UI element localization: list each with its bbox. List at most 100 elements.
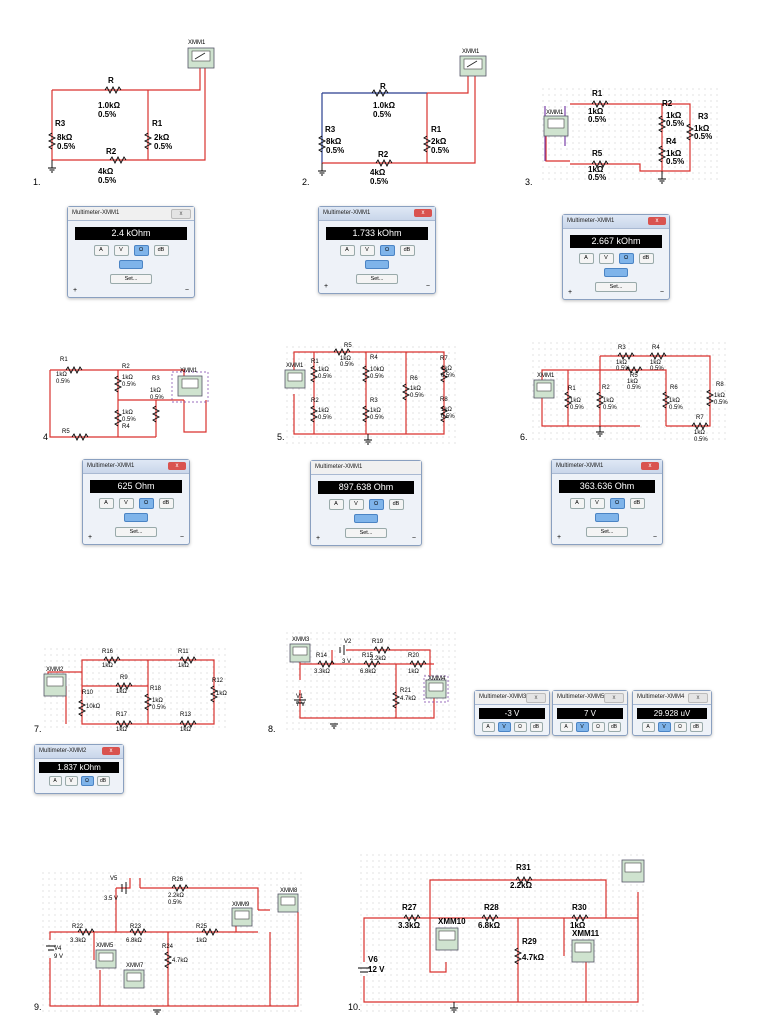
- circuit-figure-10: XMM10 XMM11 V6 12 V R27 3.3kΩ R28 6.8kΩ …: [358, 852, 646, 1016]
- voltmeter-button[interactable]: V: [64, 776, 78, 786]
- dc-mode-button[interactable]: [119, 260, 143, 269]
- f9-V4-value: 9 V: [54, 954, 63, 960]
- dc-mode-button[interactable]: [595, 513, 619, 522]
- positive-terminal[interactable]: +: [568, 289, 573, 296]
- ammeter-button[interactable]: A: [48, 776, 62, 786]
- negative-terminal[interactable]: −: [184, 287, 189, 294]
- db-button[interactable]: dB: [388, 499, 404, 510]
- positive-terminal[interactable]: +: [324, 283, 329, 290]
- ammeter-button[interactable]: A: [328, 499, 344, 510]
- ohmmeter-button[interactable]: Ω: [138, 498, 154, 509]
- dc-mode-button[interactable]: [354, 514, 378, 523]
- ohmmeter-button[interactable]: Ω: [673, 722, 687, 732]
- db-button[interactable]: dB: [96, 776, 110, 786]
- ammeter-button[interactable]: A: [641, 722, 655, 732]
- db-button[interactable]: dB: [607, 722, 621, 732]
- dc-mode-button[interactable]: [365, 260, 389, 269]
- set-button[interactable]: Set...: [586, 527, 628, 537]
- close-button[interactable]: x: [171, 209, 191, 219]
- f3-R5-value: 1kΩ: [588, 165, 604, 174]
- f2-R-name: R: [380, 82, 386, 91]
- f8-V1-value: 7 V: [296, 702, 305, 708]
- db-button[interactable]: dB: [399, 245, 415, 256]
- ammeter-button[interactable]: A: [559, 722, 573, 732]
- ammeter-button[interactable]: A: [569, 498, 585, 509]
- voltmeter-button[interactable]: V: [348, 499, 364, 510]
- close-button[interactable]: x: [648, 217, 666, 225]
- db-button[interactable]: dB: [629, 498, 645, 509]
- ohmmeter-button[interactable]: Ω: [618, 253, 634, 264]
- dc-mode-button[interactable]: [124, 513, 148, 522]
- close-button[interactable]: x: [641, 462, 659, 470]
- ohmmeter-button[interactable]: Ω: [80, 776, 94, 786]
- set-button[interactable]: Set...: [110, 274, 152, 284]
- set-button[interactable]: Set...: [345, 528, 387, 538]
- ohmmeter-button[interactable]: Ω: [133, 245, 149, 256]
- f9-multimeter-icon-c: [231, 907, 253, 927]
- f9-meter-c-label: XMM7: [126, 963, 144, 969]
- db-button[interactable]: dB: [638, 253, 654, 264]
- ammeter-button[interactable]: A: [578, 253, 594, 264]
- multimeter-title: Multimeter-XMM1: [323, 210, 371, 216]
- f1-R2-value: 4kΩ: [98, 167, 114, 176]
- ammeter-button[interactable]: A: [481, 722, 495, 732]
- set-button[interactable]: Set...: [356, 274, 398, 284]
- ammeter-button[interactable]: A: [98, 498, 114, 509]
- ammeter-button[interactable]: A: [339, 245, 355, 256]
- f7-R10-name: R10: [82, 690, 94, 696]
- close-button[interactable]: x: [168, 462, 186, 470]
- voltmeter-button[interactable]: V: [598, 253, 614, 264]
- ammeter-button[interactable]: A: [93, 245, 109, 256]
- db-button[interactable]: dB: [153, 245, 169, 256]
- db-button[interactable]: dB: [529, 722, 543, 732]
- voltmeter-button[interactable]: V: [657, 722, 671, 732]
- close-button[interactable]: x: [526, 693, 546, 703]
- multimeter-title: Multimeter-XMM1: [315, 464, 363, 470]
- negative-terminal[interactable]: −: [425, 283, 430, 290]
- voltmeter-button[interactable]: V: [113, 245, 129, 256]
- close-button[interactable]: x: [414, 209, 432, 217]
- ohmmeter-button[interactable]: Ω: [513, 722, 527, 732]
- f9-R25-name: R25: [196, 924, 208, 930]
- multimeter-reading: 2.4 kOhm: [75, 227, 187, 240]
- negative-terminal[interactable]: −: [652, 534, 657, 541]
- positive-terminal[interactable]: +: [557, 534, 562, 541]
- ohmmeter-button[interactable]: Ω: [368, 499, 384, 510]
- db-button[interactable]: dB: [158, 498, 174, 509]
- negative-terminal[interactable]: −: [659, 289, 664, 296]
- f3-R3-name: R3: [698, 112, 709, 121]
- db-button[interactable]: dB: [689, 722, 703, 732]
- set-button[interactable]: Set...: [115, 527, 157, 537]
- ohmmeter-button[interactable]: Ω: [609, 498, 625, 509]
- negative-terminal[interactable]: −: [179, 534, 184, 541]
- positive-terminal[interactable]: +: [73, 287, 78, 294]
- set-button[interactable]: Set...: [595, 282, 637, 292]
- ohmmeter-button[interactable]: Ω: [591, 722, 605, 732]
- voltmeter-button[interactable]: V: [497, 722, 511, 732]
- positive-terminal[interactable]: +: [88, 534, 93, 541]
- f8-meter-a-label: XMM3: [292, 637, 310, 643]
- voltmeter-button[interactable]: V: [118, 498, 134, 509]
- negative-terminal[interactable]: −: [411, 535, 416, 542]
- ohmmeter-button[interactable]: Ω: [379, 245, 395, 256]
- voltmeter-button[interactable]: V: [589, 498, 605, 509]
- f6-R1-tol: 0.5%: [570, 405, 584, 411]
- f7-meter-label: XMM2: [46, 667, 64, 673]
- close-button[interactable]: x: [102, 747, 120, 755]
- close-button[interactable]: x: [604, 693, 624, 703]
- dc-mode-button[interactable]: [604, 268, 628, 277]
- positive-terminal[interactable]: +: [316, 535, 321, 542]
- voltmeter-button[interactable]: V: [575, 722, 589, 732]
- close-button[interactable]: x: [688, 693, 708, 703]
- multimeter-window-5[interactable]: Multimeter-XMM1 897.638 Ohm A V Ω dB Set…: [310, 460, 422, 546]
- voltmeter-button[interactable]: V: [359, 245, 375, 256]
